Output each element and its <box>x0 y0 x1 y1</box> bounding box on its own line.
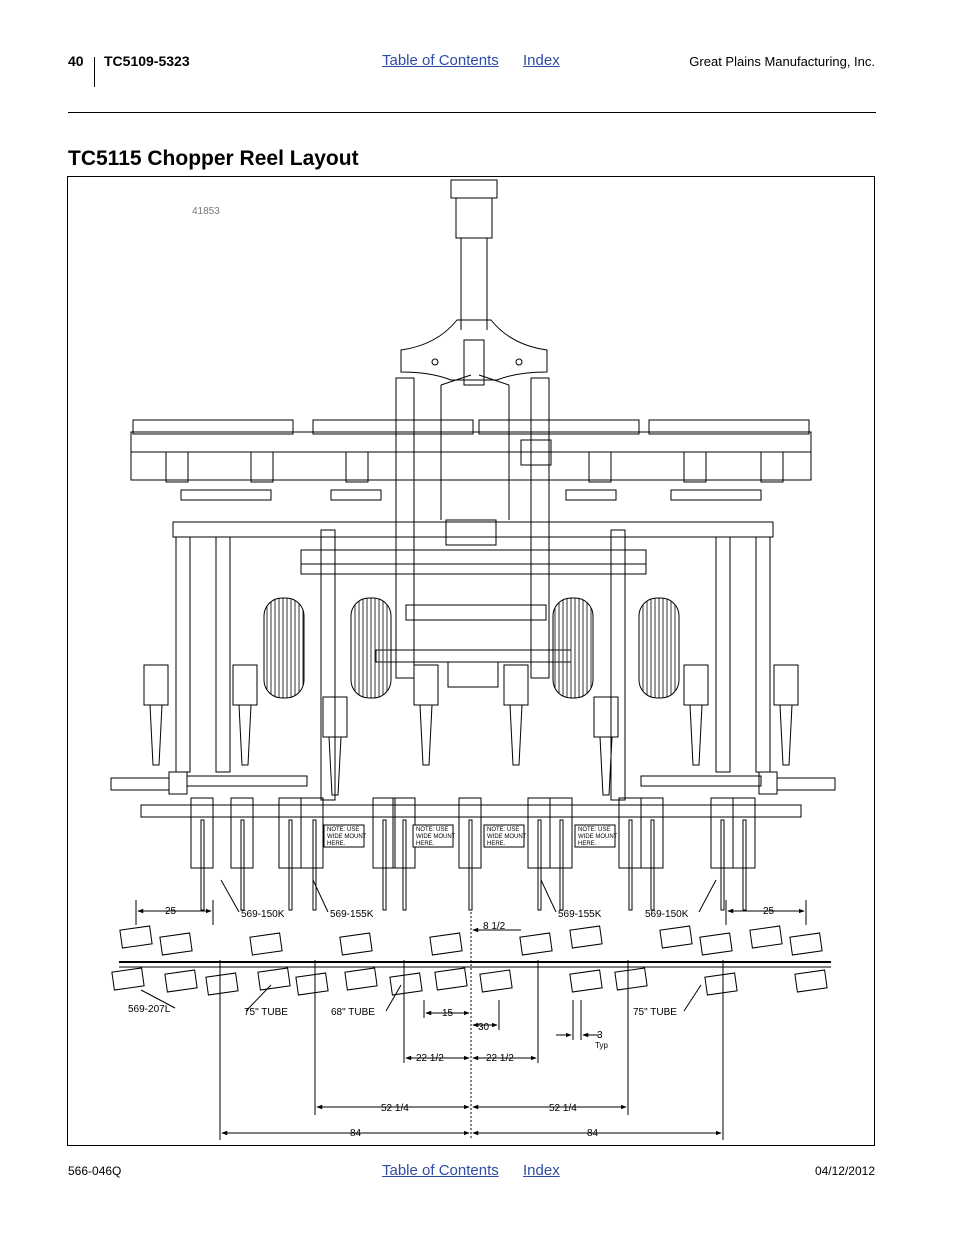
tube-label-left: 75" TUBE <box>244 1007 288 1018</box>
dim-left-52: 52 1/4 <box>381 1103 409 1114</box>
header-toc-link[interactable]: Table of Contents <box>382 52 499 69</box>
dim-left-22: 22 1/2 <box>416 1053 444 1064</box>
dim-left-25: 25 <box>165 906 177 917</box>
figure-frame: 41853 <box>67 176 875 1146</box>
note-line-3: HERE. <box>416 841 435 847</box>
note-line-3: HERE. <box>487 841 506 847</box>
footer-index-link[interactable]: Index <box>523 1162 560 1179</box>
note-4: NOTE: USE WIDE MOUNT HERE. <box>578 827 618 847</box>
note-line-1: NOTE: USE <box>487 827 519 833</box>
dim-left-84: 84 <box>350 1128 362 1139</box>
doc-number: 566-046Q <box>68 1164 122 1178</box>
page-number: 40 <box>68 53 84 69</box>
dim-right-52: 52 1/4 <box>549 1103 577 1114</box>
note-line-2: WIDE MOUNT <box>487 834 527 840</box>
dim-15: 15 <box>442 1008 454 1019</box>
note-line-2: WIDE MOUNT <box>416 834 456 840</box>
dim-30: 30 <box>478 1022 490 1033</box>
part-label-left-inner: 569-155K <box>330 909 374 920</box>
note-2: NOTE: USE WIDE MOUNT HERE. <box>416 827 456 847</box>
dim-3: 3 <box>597 1030 603 1041</box>
note-3: NOTE: USE WIDE MOUNT HERE. <box>487 827 527 847</box>
note-line-1: NOTE: USE <box>416 827 448 833</box>
page-title: TC5115 Chopper Reel Layout <box>68 147 359 170</box>
chopper-reel-drawing: NOTE: USE WIDE MOUNT HERE. NOTE: USE WID… <box>110 179 836 1140</box>
part-label-right-inner: 569-155K <box>558 909 602 920</box>
part-label-left-outer: 569-150K <box>241 909 285 920</box>
note-line-3: HERE. <box>327 841 346 847</box>
note-line-1: NOTE: USE <box>327 827 359 833</box>
note-line-1: NOTE: USE <box>578 827 610 833</box>
company-name: Great Plains Manufacturing, Inc. <box>689 54 875 69</box>
header-index-link[interactable]: Index <box>523 52 560 69</box>
figure-id: 41853 <box>192 206 220 217</box>
dim-right-25: 25 <box>763 906 775 917</box>
note-1: NOTE: USE WIDE MOUNT HERE. <box>327 827 367 847</box>
footer-toc-link[interactable]: Table of Contents <box>382 1162 499 1179</box>
header-rule <box>68 112 876 113</box>
part-label-right-outer: 569-150K <box>645 909 689 920</box>
note-boxes <box>323 824 616 848</box>
tube-label-center: 68" TUBE <box>331 1007 375 1018</box>
dim-offset: 8 1/2 <box>483 921 506 932</box>
dim-typ: Typ <box>595 1041 608 1050</box>
note-line-2: WIDE MOUNT <box>578 834 618 840</box>
dim-right-22: 22 1/2 <box>486 1053 514 1064</box>
publish-date: 04/12/2012 <box>814 1164 875 1178</box>
part-label-blade: 569-207L <box>128 1004 171 1015</box>
tube-label-right: 75" TUBE <box>633 1007 677 1018</box>
note-line-3: HERE. <box>578 841 597 847</box>
model-number: TC5109-5323 <box>104 53 190 69</box>
note-line-2: WIDE MOUNT <box>327 834 367 840</box>
header-divider <box>94 57 95 87</box>
dim-right-84: 84 <box>587 1128 599 1139</box>
